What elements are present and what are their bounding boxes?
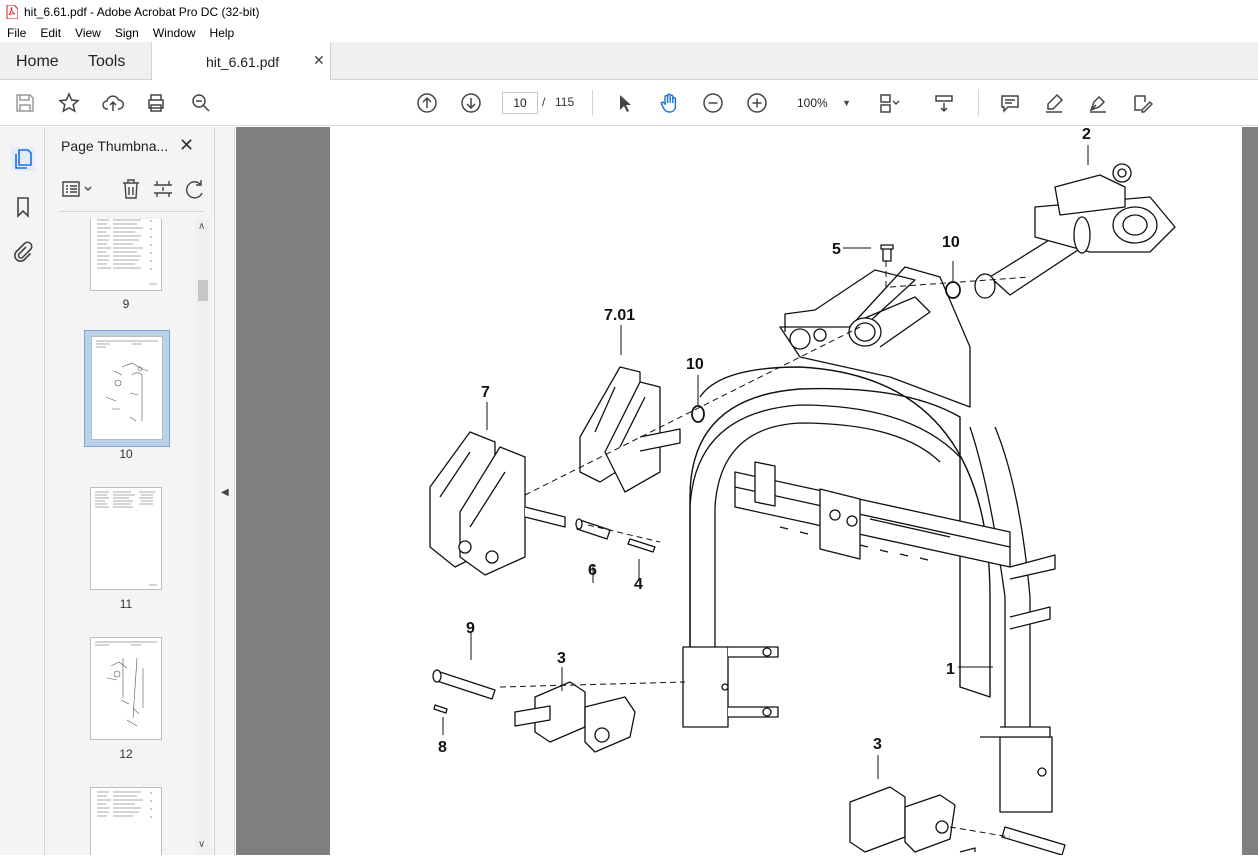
tab-document-label: hit_6.61.pdf: [206, 54, 280, 70]
zoom-in-icon[interactable]: [745, 91, 769, 115]
previous-page-icon[interactable]: [415, 91, 439, 115]
callout-label: 8: [438, 739, 447, 756]
tab-tools[interactable]: Tools: [88, 53, 126, 70]
thumbnail-label: 11: [119, 597, 133, 611]
menu-sign[interactable]: Sign: [114, 26, 139, 40]
page-separator: /: [542, 95, 546, 109]
menu-window[interactable]: Window: [152, 26, 196, 40]
toolbar-divider: [978, 90, 979, 116]
callout-label: 7: [481, 384, 490, 401]
callout-label: 4: [634, 576, 643, 593]
zoom-level-select[interactable]: 100% ▼: [787, 92, 857, 114]
comment-icon[interactable]: [998, 91, 1022, 115]
scrollbar-thumb[interactable]: [198, 280, 208, 301]
bookmark-icon[interactable]: [11, 195, 35, 219]
menu-bar: File Edit View Sign Window Help: [0, 24, 1258, 42]
chevron-down-icon: ▼: [842, 98, 851, 108]
close-panel-icon[interactable]: ✕: [179, 135, 195, 155]
callout-label: 9: [466, 620, 475, 637]
close-tab-icon[interactable]: ✕: [313, 52, 325, 68]
callout-label: 10: [942, 234, 960, 251]
print-icon[interactable]: [144, 91, 168, 115]
acrobat-pdf-icon: [6, 5, 18, 19]
toolbar: 10 / 115 100% ▼: [0, 80, 1258, 126]
panel-toolbar: [59, 177, 209, 203]
left-rail: [0, 127, 45, 855]
toolbar-divider: [592, 90, 593, 116]
title-bar: hit_6.61.pdf - Adobe Acrobat Pro DC (32-…: [0, 0, 1258, 24]
next-page-icon[interactable]: [459, 91, 483, 115]
panel-title: Page Thumbna...: [61, 138, 169, 154]
menu-edit[interactable]: Edit: [40, 26, 62, 40]
fill-sign-icon[interactable]: [1086, 91, 1110, 115]
callout-label: 1: [946, 661, 955, 678]
thumbnail-label: 9: [122, 297, 130, 311]
thumbnail-list: 9 10 11: [59, 219, 195, 855]
delete-page-icon[interactable]: [119, 177, 143, 201]
panel-collapse-strip[interactable]: ◀: [215, 127, 235, 855]
star-icon[interactable]: [57, 91, 81, 115]
callout-label: 6: [588, 562, 597, 579]
zoom-level-value: 100%: [797, 96, 828, 110]
zoom-out-icon[interactable]: [701, 91, 725, 115]
select-cursor-icon[interactable]: [613, 91, 637, 115]
panel-divider: [59, 211, 204, 212]
callout-label: 7.01: [604, 307, 635, 324]
document-canvas: 2 5 10 7.01 10 7 6 4 1 9 3 8 3: [236, 126, 1258, 856]
cloud-upload-icon[interactable]: [101, 91, 125, 115]
menu-view[interactable]: View: [75, 26, 101, 40]
callout-label: 3: [873, 736, 882, 753]
thumbnail-selected[interactable]: [84, 330, 170, 447]
total-pages: 115: [555, 95, 575, 109]
scroll-down-icon[interactable]: ∨: [198, 839, 206, 850]
scroll-up-icon[interactable]: ∧: [198, 221, 206, 232]
callout-label: 5: [832, 241, 841, 258]
page-number-input[interactable]: 10: [502, 92, 538, 114]
zoom-search-icon[interactable]: [189, 91, 213, 115]
thumbnail-page[interactable]: [90, 219, 162, 291]
page-display-icon[interactable]: [877, 91, 901, 115]
rotate-page-icon[interactable]: [183, 177, 207, 201]
thumbnail-label: 12: [119, 747, 133, 761]
pdf-page: 2 5 10 7.01 10 7 6 4 1 9 3 8 3: [330, 126, 1242, 856]
tab-document[interactable]: hit_6.61.pdf ✕: [151, 42, 331, 80]
highlight-pen-icon[interactable]: [1042, 91, 1066, 115]
tab-bar: Home Tools hit_6.61.pdf ✕: [0, 42, 1258, 80]
exploded-parts-drawing: 2 5 10 7.01 10 7 6 4 1 9 3 8 3: [429, 126, 1176, 856]
thumbnail-label: 10: [119, 447, 133, 461]
extract-page-icon[interactable]: [151, 177, 175, 201]
thumbnail-page[interactable]: [90, 637, 162, 740]
tab-home[interactable]: Home: [16, 53, 59, 70]
thumbnail-scrollbar[interactable]: ∧ ∨: [195, 219, 211, 855]
collapse-panel-icon[interactable]: ◀: [221, 487, 229, 498]
menu-help[interactable]: Help: [209, 26, 235, 40]
scrolling-mode-icon[interactable]: [932, 91, 956, 115]
callout-label: 3: [557, 650, 566, 667]
thumbnail-options-icon[interactable]: [61, 177, 92, 201]
page-thumbnails-icon[interactable]: [11, 147, 35, 171]
window-title: hit_6.61.pdf - Adobe Acrobat Pro DC (32-…: [24, 5, 260, 19]
thumbnail-page[interactable]: [90, 487, 162, 590]
edit-pdf-icon[interactable]: [1130, 91, 1154, 115]
menu-file[interactable]: File: [7, 26, 27, 40]
callout-label: 2: [1082, 127, 1091, 143]
callout-label: 10: [686, 356, 704, 373]
thumbnail-page[interactable]: [90, 787, 162, 855]
attachment-paperclip-icon[interactable]: [11, 240, 35, 264]
save-icon[interactable]: [13, 91, 37, 115]
hand-tool-icon[interactable]: [657, 91, 681, 115]
